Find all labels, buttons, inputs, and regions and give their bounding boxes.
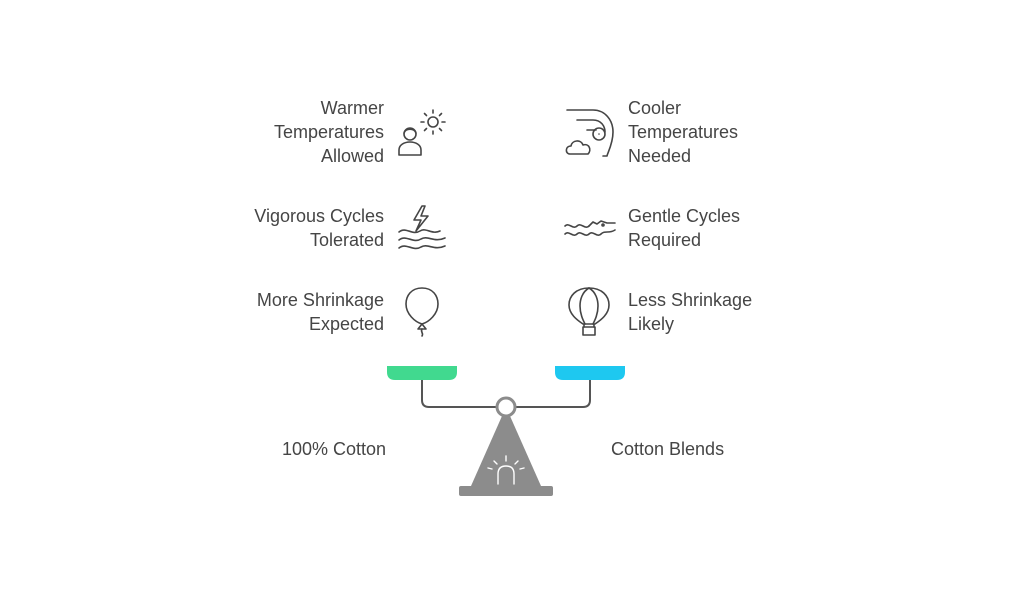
person-sun-icon [395, 106, 449, 160]
stand [471, 407, 541, 486]
lightning-waves-icon [396, 204, 448, 254]
wind-cloud-icon [563, 106, 617, 160]
right-item-label-temperature: Cooler Temperatures Needed [628, 98, 739, 166]
left-item-label-temperature: Warmer Temperatures Allowed [273, 98, 384, 166]
right-pan [555, 366, 625, 380]
left-pan [387, 366, 457, 380]
alarm-light-icon [487, 455, 525, 485]
left-category-label: 100% Cotton [282, 439, 387, 459]
right-category-label: Cotton Blends [611, 439, 725, 459]
left-item-label-shrinkage: More Shrinkage Expected [256, 290, 384, 334]
pivot [495, 396, 517, 418]
left-item-label-cycles: Vigorous Cycles Tolerated [254, 206, 384, 250]
right-item-label-cycles: Gentle Cycles Required [628, 206, 741, 250]
crocodile-waves-icon [563, 212, 617, 246]
hot-air-balloon-icon [565, 286, 613, 338]
stand-base [459, 486, 553, 496]
right-item-label-shrinkage: Less Shrinkage Likely [628, 290, 753, 334]
balloon-icon [402, 286, 442, 338]
